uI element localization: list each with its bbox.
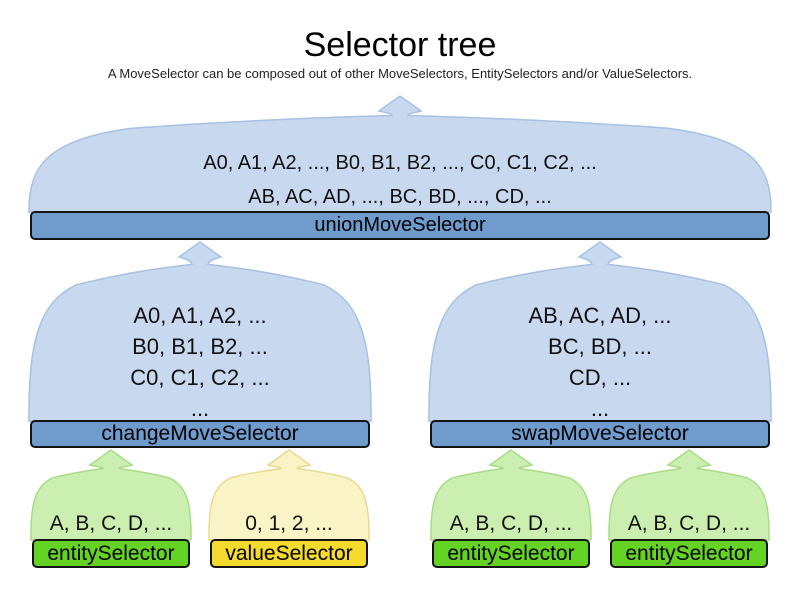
entity-selector-bar-1: entitySelector [32,539,190,568]
value-cloud-shape [208,449,370,541]
change-items-line1: A0, A1, A2, ... [133,303,267,328]
swap-items-line2: BC, BD, ... [548,334,652,359]
union-cloud-shape [28,95,772,213]
value-cloud-arrow-shape [208,449,370,541]
union-items-line2: AB, AC, AD, ..., BC, BD, ..., CD, ... [248,186,552,208]
page-title: Selector tree [303,26,497,64]
entity1-cloud-arrow-shape [30,449,192,541]
page-subtitle: A MoveSelector can be composed out of ot… [107,66,693,81]
swap-cloud-arrow-shape [428,241,772,422]
swap-items-line4: ... [590,396,610,421]
swap-cloud-shape [428,241,772,422]
union-cloud-arrow-shape [28,95,772,213]
entity3-items-line1: A, B, C, D, ... [627,512,751,535]
entity3-cloud-items: A, B, C, D, ... [610,513,768,535]
change-cloud-shape [28,241,372,422]
value-items-line1: 0, 1, 2, ... [245,512,333,535]
entity3-cloud-shape [608,449,770,541]
swap-move-selector-bar: swapMoveSelector [430,420,770,448]
entity2-cloud-shape [430,449,592,541]
entity-selector-bar-2: entitySelector [432,539,590,568]
value-selector-bar: valueSelector [210,539,368,568]
entity1-cloud-shape [30,449,192,541]
union-items-line1: A0, A1, A2, ..., B0, B1, B2, ..., C0, C1… [203,152,597,174]
change-cloud-items: A0, A1, A2, ... B0, B1, B2, ... C0, C1, … [30,300,370,424]
entity1-cloud-items: A, B, C, D, ... [32,513,190,535]
entity2-cloud-arrow-shape [430,449,592,541]
swap-items-line3: CD, ... [568,365,632,390]
entity-selector-bar-3: entitySelector [610,539,768,568]
value-cloud-items: 0, 1, 2, ... [210,513,368,535]
change-items-line2: B0, B1, B2, ... [132,334,268,359]
union-cloud-items: A0, A1, A2, ..., B0, B1, B2, ..., C0, C1… [30,146,770,214]
entity2-items-line1: A, B, C, D, ... [449,512,573,535]
change-items-line4: ... [190,396,210,421]
swap-items-line1: AB, AC, AD, ... [528,303,672,328]
entity3-cloud-arrow-shape [608,449,770,541]
swap-cloud-items: AB, AC, AD, ... BC, BD, ... CD, ... ... [430,300,770,424]
entity2-cloud-items: A, B, C, D, ... [432,513,590,535]
change-move-selector-bar: changeMoveSelector [30,420,370,448]
entity1-items-line1: A, B, C, D, ... [49,512,173,535]
change-items-line3: C0, C1, C2, ... [130,365,270,390]
change-cloud-arrow-shape [28,241,372,422]
union-move-selector-bar: unionMoveSelector [30,211,770,240]
